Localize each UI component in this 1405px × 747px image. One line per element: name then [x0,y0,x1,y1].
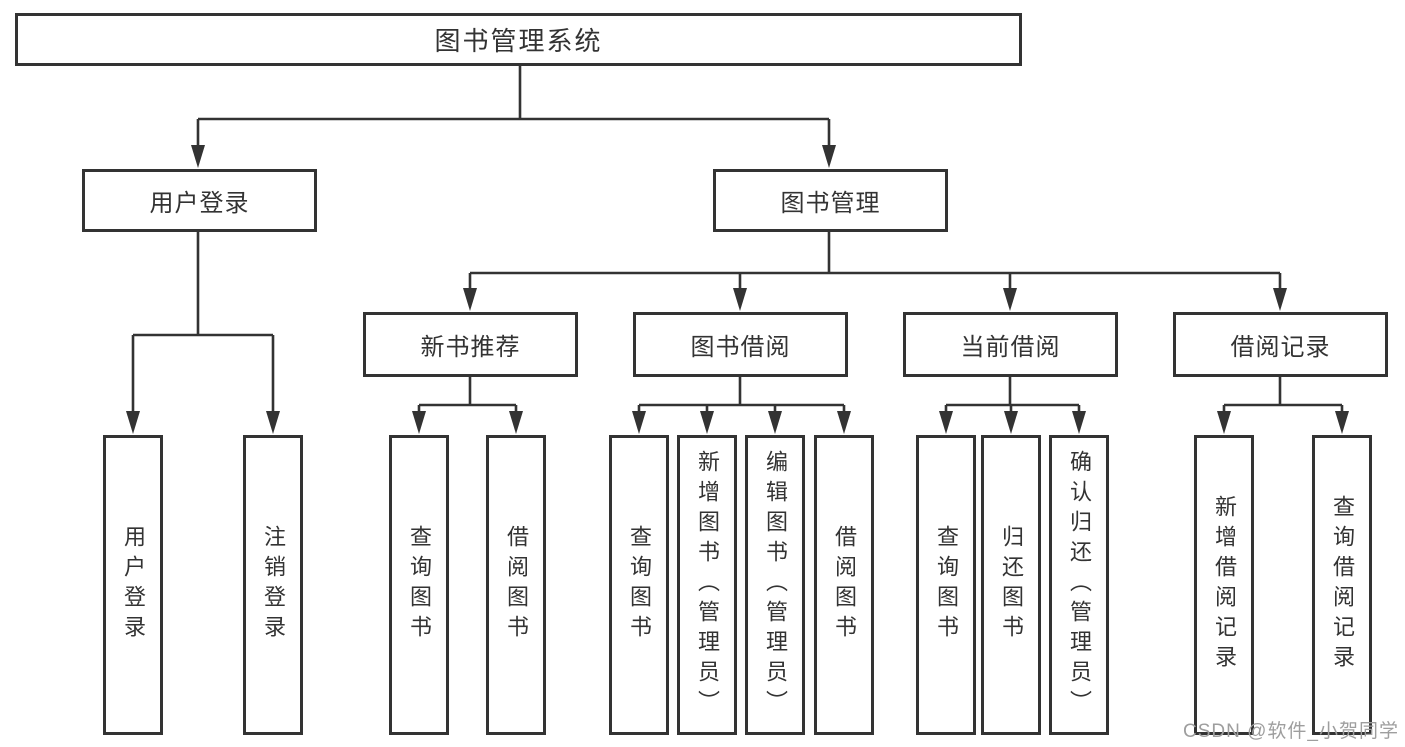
node-add-borrow-record-label: 新增借阅记录 [1212,495,1237,675]
node-user-login: 用户登录 [82,169,317,232]
node-new-book-recommend-label: 新书推荐 [420,334,521,361]
node-book-borrowing-label: 图书借阅 [690,334,791,361]
node-query-books-current: 查询图书 [916,435,976,735]
node-borrow-books-recommend: 借阅图书 [486,435,546,735]
node-query-books-recommend: 查询图书 [389,435,449,735]
node-current-borrowing: 当前借阅 [903,312,1118,377]
node-query-books-recommend-label: 查询图书 [407,525,432,645]
node-user-login-label: 用户登录 [149,190,250,217]
node-book-management-label: 图书管理 [780,190,881,217]
node-add-books-admin-label: 新增图书（管理员） [695,450,720,720]
node-query-books-borrowing: 查询图书 [609,435,669,735]
node-borrowing-records: 借阅记录 [1173,312,1388,377]
node-add-books-admin: 新增图书（管理员） [677,435,737,735]
node-user-login-leaf-label: 用户登录 [121,525,146,645]
node-edit-books-admin: 编辑图书（管理员） [745,435,805,735]
node-return-books: 归还图书 [981,435,1041,735]
node-query-borrow-record-label: 查询借阅记录 [1330,495,1355,675]
watermark: CSDN @软件_小贺同学 [1183,721,1399,742]
node-borrowing-records-label: 借阅记录 [1230,334,1331,361]
node-edit-books-admin-label: 编辑图书（管理员） [763,450,788,720]
node-library-system: 图书管理系统 [15,13,1022,66]
node-current-borrowing-label: 当前借阅 [960,334,1061,361]
node-library-system-label: 图书管理系统 [434,26,603,56]
node-confirm-return-admin: 确认归还（管理员） [1049,435,1109,735]
node-borrow-books-recommend-label: 借阅图书 [504,525,529,645]
node-query-borrow-record: 查询借阅记录 [1312,435,1372,735]
node-borrow-books-leaf-label: 借阅图书 [832,525,857,645]
node-logout-leaf-label: 注销登录 [261,525,286,645]
node-confirm-return-admin-label: 确认归还（管理员） [1067,450,1092,720]
node-logout-leaf: 注销登录 [243,435,303,735]
node-return-books-label: 归还图书 [999,525,1024,645]
node-add-borrow-record: 新增借阅记录 [1194,435,1254,735]
node-book-borrowing: 图书借阅 [633,312,848,377]
node-query-books-current-label: 查询图书 [934,525,959,645]
node-query-books-borrowing-label: 查询图书 [627,525,652,645]
node-borrow-books-leaf: 借阅图书 [814,435,874,735]
node-user-login-leaf: 用户登录 [103,435,163,735]
node-book-management: 图书管理 [713,169,948,232]
node-new-book-recommend: 新书推荐 [363,312,578,377]
